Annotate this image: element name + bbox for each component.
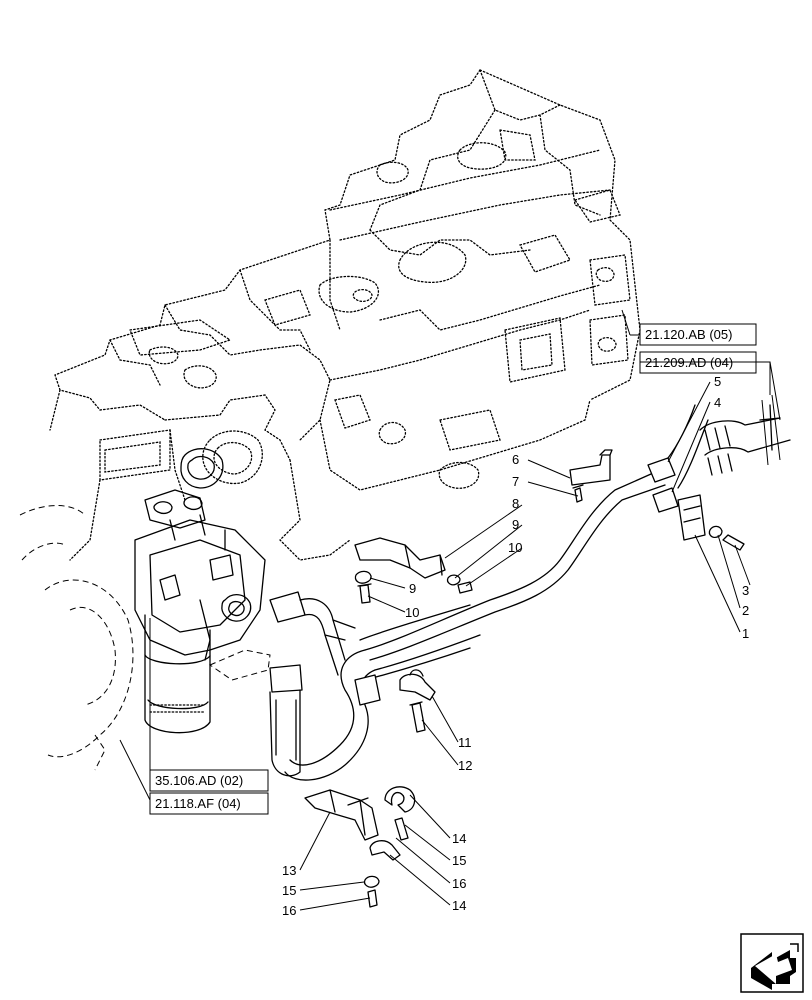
brackets-and-fasteners [354,449,613,604]
callout-9: 9 [512,517,519,532]
callout-13: 13 [282,863,296,878]
callout-5: 5 [714,374,721,389]
callout-4: 4 [714,395,721,410]
callout-14: 14 [452,898,466,913]
pipe-clamp-and-bolt [399,669,436,733]
transmission-housing [49,69,641,561]
callout-12: 12 [458,758,472,773]
reference-label: 21.118.AF (04) [155,796,241,811]
next-page-arrow-icon[interactable] [740,933,804,993]
quick-couplers [677,394,791,551]
wheel-outline [19,505,134,771]
reference-box-35-106-ad[interactable]: 35.106.AD (02) [149,769,269,792]
callout-2: 2 [742,603,749,618]
callout-11: 11 [458,735,472,750]
reference-label: 21.120.AB (05) [645,327,732,342]
reference-label: 35.106.AD (02) [155,773,243,788]
callout-16: 16 [282,903,296,918]
callout-15: 15 [452,853,466,868]
reference-box-21-209-ad[interactable]: 21.209.AD (04) [639,351,757,374]
callout-1: 1 [742,626,749,641]
reference-label: 21.209.AD (04) [645,355,733,370]
reference-box-21-118-af[interactable]: 21.118.AF (04) [149,792,269,815]
callout-3: 3 [742,583,749,598]
callout-9: 9 [409,581,416,596]
callout-16: 16 [452,876,466,891]
hydraulic-pump-assembly [134,448,266,661]
callout-14: 14 [452,831,466,846]
cooler-pipes [269,404,709,781]
callout-7: 7 [512,474,519,489]
leader-lines [119,309,781,911]
reference-box-21-120-ab[interactable]: 21.120.AB (05) [639,323,757,346]
callout-8: 8 [512,496,519,511]
lower-bracket-and-clamps [304,786,416,908]
oil-filter [144,614,211,734]
callout-10: 10 [405,605,419,620]
callout-numbers: 5 4 6 7 8 9 10 9 10 3 2 1 11 12 14 15 16… [282,374,749,918]
callout-10: 10 [508,540,522,555]
connection-indicator [208,649,271,681]
callout-6: 6 [512,452,519,467]
callout-15: 15 [282,883,296,898]
